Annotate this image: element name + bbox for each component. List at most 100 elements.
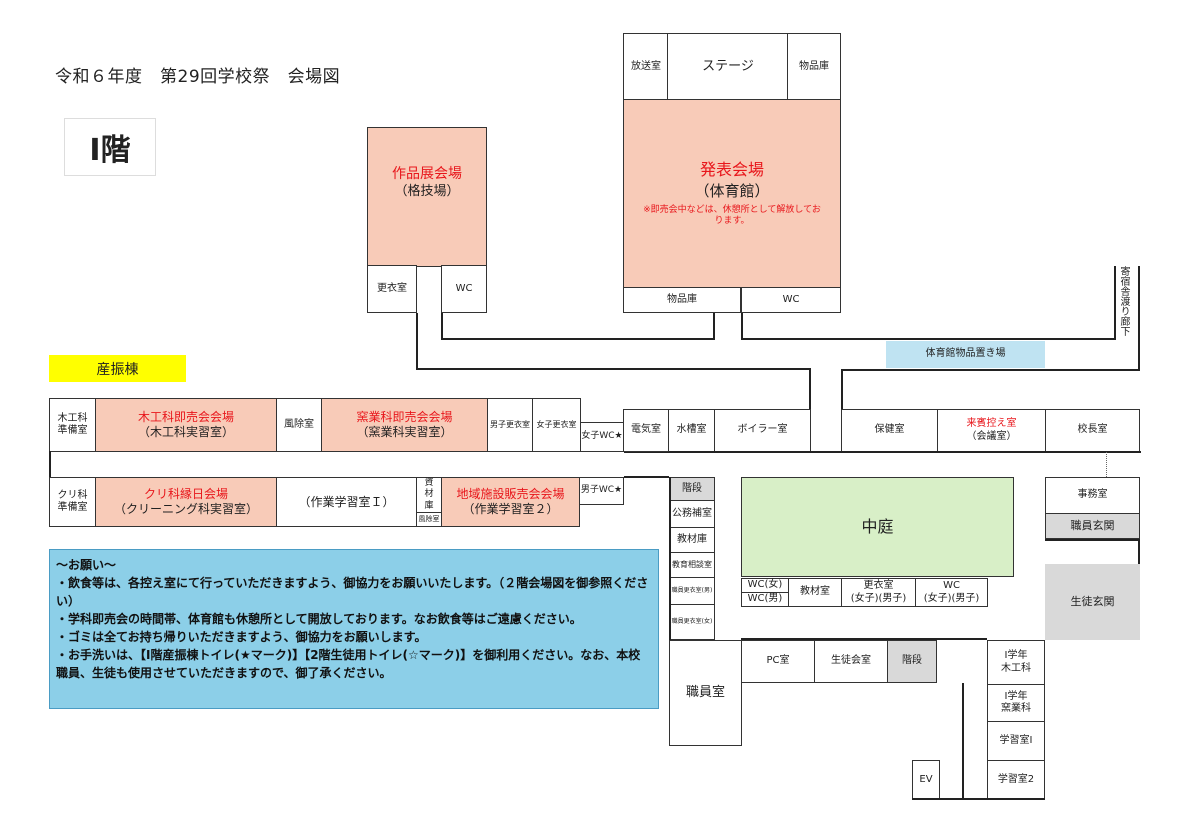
study-room-2: 学習室2 [987, 760, 1045, 800]
gym-storage-bottom: 物品庫 [623, 287, 741, 313]
student-locker-title: 更衣室 [863, 580, 894, 591]
student-locker-room: 更衣室 (女子)(男子) [841, 578, 916, 607]
textbook-room-label: 教材室 [800, 586, 830, 598]
corridor-wall [669, 451, 1141, 453]
gym-storage-bottom-label: 物品庫 [667, 293, 697, 305]
stairs-1: 階段 [669, 477, 715, 501]
student-entrance-label: 生徒玄関 [1070, 595, 1115, 609]
page-title: 令和６年度 第29回学校祭 会場図 [55, 67, 341, 87]
corridor-wall [741, 338, 1116, 340]
work-study-1-label: （作業学習室Ｉ） [298, 494, 395, 509]
textbook-storage-label: 教材庫 [677, 533, 707, 545]
budo-wc: WC [441, 265, 487, 313]
art-venue-title: 作品展会場 [392, 166, 462, 182]
clean-fair-subtitle: （クリーニング科実習室） [113, 502, 258, 516]
staff-entrance: 職員玄関 [1045, 513, 1140, 539]
corridor-wall [1114, 266, 1116, 340]
wc-female-label: WC(女) [747, 579, 783, 591]
kiln-sale-title: 窯業科即売会会場 [356, 410, 453, 424]
electric-room-label: 電気室 [631, 424, 661, 436]
boiler-room: ボイラー室 [714, 409, 811, 452]
wood-sale-subtitle: （木工科実習室） [137, 425, 234, 439]
year1-kiln-room: I学年 窯業科 [987, 684, 1045, 722]
notice-line: ・飲食等は、各控え室にて行っていただきますよう、御協力をお願いいたします。（２階… [56, 576, 649, 608]
corridor-wall [49, 451, 51, 478]
gym-storage-top: 物品庫 [787, 33, 841, 101]
clean-prep-label: クリ科 準備室 [57, 489, 88, 514]
corridor-wall [912, 798, 1045, 800]
sanshin-label: 産振棟 [49, 355, 186, 382]
student-wc-title: WC [943, 580, 960, 591]
staff-entrance-label: 職員玄関 [1070, 519, 1115, 533]
boys-wc: 男子WC★ [579, 477, 624, 505]
wc-male: WC(男) [741, 592, 789, 607]
wood-prep-label: 木工科 準備室 [57, 412, 88, 437]
girls-wc-label: 女子WC★ [581, 431, 623, 442]
water-tank-room: 水槽室 [668, 409, 715, 452]
budo-wc-label: WC [455, 282, 473, 294]
boys-locker-label: 男子更衣室 [490, 420, 530, 429]
year1-wood-label: I学年 木工科 [1001, 650, 1031, 674]
girls-wc: 女子WC★ [580, 422, 624, 452]
study-room-2-label: 学習室2 [997, 773, 1035, 785]
custodian-room: 公務補室 [669, 500, 715, 528]
courtyard: 中庭 [741, 477, 1014, 577]
gym-presentation-venue: 発表会場 （体育館） ※即売会中などは、休憩所として解放してお ります。 [623, 99, 841, 289]
elevator: EV [912, 760, 940, 800]
wood-sale-venue: 木工科即売会会場 （木工科実習室） [95, 398, 277, 452]
staff-locker-male-label: 職員更衣室(男) [671, 587, 713, 595]
corridor-wall [669, 477, 671, 745]
gym-wc: WC [741, 287, 841, 313]
broadcast-room: 放送室 [623, 33, 669, 101]
stage-label: ステージ [702, 58, 754, 74]
girls-locker-room: 女子更衣室 [532, 398, 581, 452]
corridor-wall [1138, 539, 1140, 564]
corridor-wall [624, 476, 669, 478]
courtyard-label: 中庭 [861, 517, 894, 536]
boiler-room-label: ボイラー室 [737, 424, 788, 436]
budo-locker-label: 更衣室 [377, 282, 407, 294]
corridor-wall [624, 451, 669, 453]
material-storage-label: 資 材 庫 [424, 478, 434, 511]
gym-venue-subtitle: （体育館） [694, 182, 770, 201]
dormitory-corridor-label: 寄宿舎渡り廊下 [1118, 266, 1129, 336]
kiln-sale-venue: 窯業科即売会会場 （窯業科実習室） [321, 398, 488, 452]
local-facility-sale-venue: 地域施設販売会会場 （作業学習室２） [441, 477, 580, 527]
gym-storage-area-label: 体育館物品置き場 [925, 348, 1006, 360]
student-council-room: 生徒会室 [814, 640, 888, 683]
clean-fair-venue: クリ科縁日会場 （クリーニング科実習室） [95, 477, 277, 527]
staff-locker-male: 職員更衣室(男) [669, 577, 715, 605]
student-wc: WC (女子)(男子) [915, 578, 988, 607]
corridor-wall [841, 369, 1140, 371]
staff-locker-female: 職員更衣室(女) [669, 604, 715, 640]
staff-room: 職員室 [669, 640, 742, 746]
corridor-wall [416, 313, 418, 370]
gym-venue-title: 発表会場 [699, 160, 764, 180]
girls-locker-label: 女子更衣室 [536, 420, 577, 429]
work-study-room-1: （作業学習室Ｉ） [276, 477, 417, 527]
dust-room-2: 風除室 [416, 512, 442, 527]
staff-room-label: 職員室 [685, 684, 725, 700]
notice-heading: ～お願い～ [56, 558, 117, 572]
gym-venue-note: ※即売会中などは、休憩所として解放してお ります。 [643, 205, 821, 227]
elevator-label: EV [919, 773, 933, 785]
dust-room-2-label: 風除室 [418, 515, 440, 524]
gym-storage-area: 体育館物品置き場 [886, 341, 1045, 368]
art-exhibition-venue: 作品展会場 （格技場） [367, 127, 487, 267]
dotted-divider [1106, 452, 1107, 477]
custodian-label: 公務補室 [672, 507, 712, 519]
counseling-room: 教育相談室 [669, 552, 715, 578]
student-entrance: 生徒玄関 [1045, 564, 1140, 640]
year1-wood-room: I学年 木工科 [987, 640, 1045, 685]
health-room: 保健室 [841, 409, 938, 452]
budo-locker-room: 更衣室 [367, 265, 417, 313]
notice-line: ・お手洗いは、【I階産振棟トイレ(★マーク)】【2階生徒用トイレ(☆マーク)】を… [56, 648, 641, 680]
clean-fair-title: クリ科縁日会場 [143, 487, 228, 501]
textbook-room: 教材室 [788, 578, 842, 607]
kiln-sale-subtitle: （窯業科実習室） [356, 425, 453, 439]
corridor-wall [962, 683, 964, 799]
guest-waiting-room: 来賓控え室 （会議室） [937, 409, 1046, 452]
corridor-wall [441, 313, 443, 340]
water-tank-label: 水槽室 [676, 424, 707, 436]
wc-female: WC(女) [741, 578, 789, 593]
